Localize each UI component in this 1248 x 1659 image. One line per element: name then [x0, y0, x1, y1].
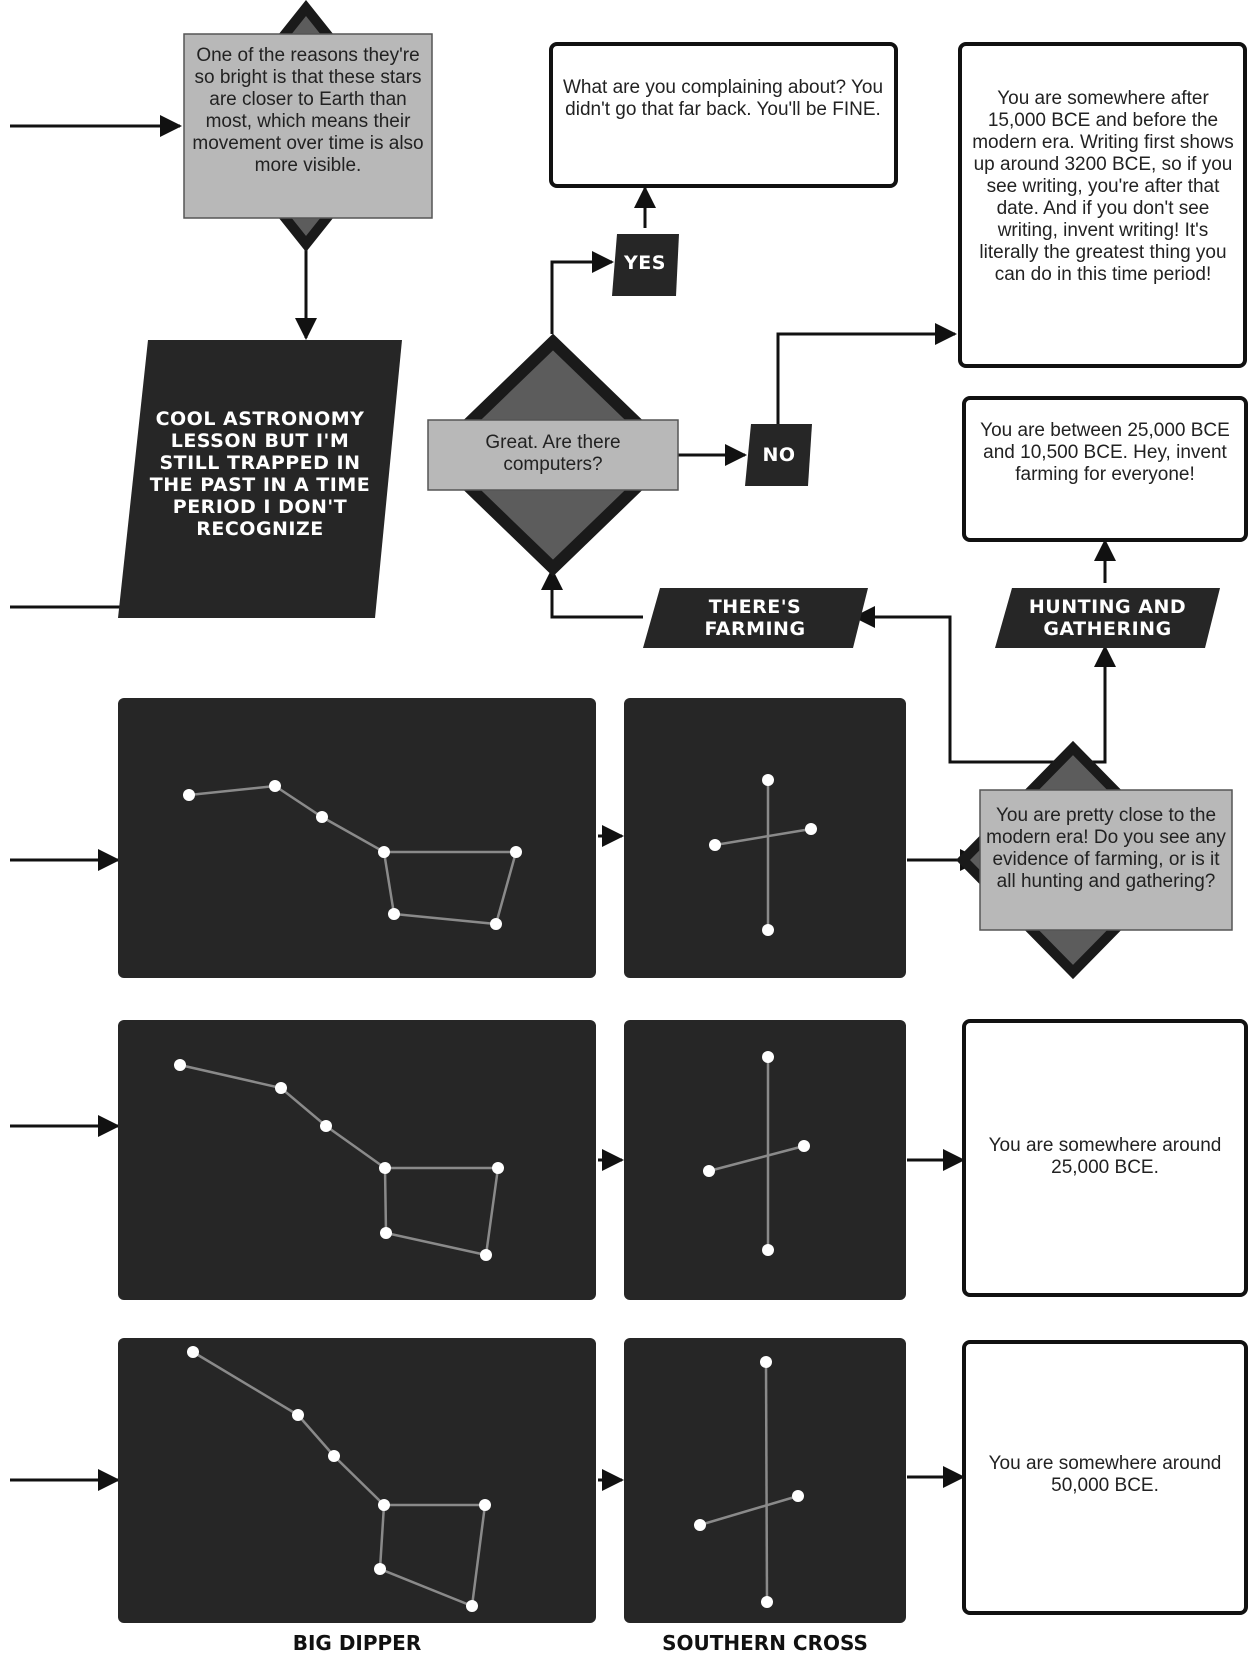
- star: [374, 1563, 386, 1575]
- star: [378, 846, 390, 858]
- arrow-modern-to-farming: [853, 606, 1107, 764]
- complaining-text: What are you complaining about? You didn…: [562, 77, 884, 120]
- hunting-gathering-label: HUNTING AND GATHERING: [1028, 596, 1187, 640]
- result-50000-text: You are somewhere around 50,000 BCE.: [988, 1453, 1222, 1496]
- star: [466, 1600, 478, 1612]
- star: [709, 839, 721, 851]
- star: [760, 1356, 772, 1368]
- southern-cross-panel-1: [624, 698, 906, 978]
- star: [805, 823, 817, 835]
- star: [792, 1490, 804, 1502]
- computers-text: Great. Are there computers?: [485, 432, 621, 475]
- star: [762, 1051, 774, 1063]
- trapped-shape: [118, 340, 402, 618]
- no-shape: [745, 424, 812, 486]
- star: [703, 1165, 715, 1177]
- hunting-gathering-shape: [995, 588, 1220, 648]
- star: [694, 1519, 706, 1531]
- yes-shape: [612, 234, 679, 296]
- southern-cross-constellation-2: [703, 1051, 810, 1256]
- star: [492, 1162, 504, 1174]
- star: [762, 1244, 774, 1256]
- big-dipper-constellation-2: [174, 1059, 504, 1261]
- star: [292, 1409, 304, 1421]
- star: [316, 811, 328, 823]
- modern-era-box: [979, 789, 1233, 931]
- star: [269, 780, 281, 792]
- star: [183, 789, 195, 801]
- no-label: NO: [762, 444, 796, 466]
- computers-box: [427, 419, 679, 491]
- theres-farming-label: THERE'S FARMING: [704, 596, 806, 640]
- result-25000-box: [962, 1019, 1248, 1297]
- complaining-box: [549, 42, 898, 188]
- star: [510, 846, 522, 858]
- southern-cross-caption: SOUTHERN CROSS: [662, 1631, 868, 1655]
- star: [380, 1227, 392, 1239]
- farming-result-box: [962, 396, 1248, 542]
- arrow-farming-to-computers: [541, 568, 643, 619]
- star: [490, 918, 502, 930]
- star: [761, 1596, 773, 1608]
- star: [379, 1162, 391, 1174]
- southern-cross-constellation-1: [709, 774, 817, 936]
- star: [320, 1120, 332, 1132]
- star: [762, 774, 774, 786]
- big-dipper-constellation-3: [187, 1346, 491, 1612]
- big-dipper-caption: BIG DIPPER: [292, 1631, 422, 1655]
- yes-label: YES: [624, 252, 666, 274]
- farming-result-text: You are between 25,000 BCE and 10,500 BC…: [980, 420, 1230, 485]
- star: [762, 924, 774, 936]
- arrow-computers-to-yes: [550, 251, 614, 334]
- modern-era-text: You are pretty close to the modern era! …: [986, 805, 1226, 892]
- big-dipper-panel-2: [118, 1020, 596, 1300]
- star: [378, 1499, 390, 1511]
- star: [328, 1450, 340, 1462]
- star: [174, 1059, 186, 1071]
- result-50000-box: [962, 1340, 1248, 1615]
- star: [187, 1346, 199, 1358]
- reasons-text: One of the reasons they're so bright is …: [192, 45, 424, 176]
- star: [798, 1140, 810, 1152]
- big-dipper-panel-3: [118, 1338, 596, 1623]
- writing-text: You are somewhere after 15,000 BCE and b…: [972, 88, 1234, 285]
- trapped-text: COOL ASTRONOMY LESSON BUT I'M STILL TRAP…: [149, 408, 371, 540]
- reasons-box: [183, 33, 433, 219]
- big-dipper-constellation-1: [183, 780, 522, 930]
- star: [479, 1499, 491, 1511]
- star: [388, 908, 400, 920]
- star: [275, 1082, 287, 1094]
- writing-box: [958, 42, 1247, 368]
- southern-cross-constellation-3: [694, 1356, 804, 1608]
- southern-cross-panel-2: [624, 1020, 906, 1300]
- arrow-no-to-writing: [776, 323, 957, 425]
- star: [480, 1249, 492, 1261]
- result-25000-text: You are somewhere around 25,000 BCE.: [988, 1135, 1222, 1178]
- southern-cross-panel-3: [624, 1338, 906, 1623]
- theres-farming-shape: [643, 588, 868, 648]
